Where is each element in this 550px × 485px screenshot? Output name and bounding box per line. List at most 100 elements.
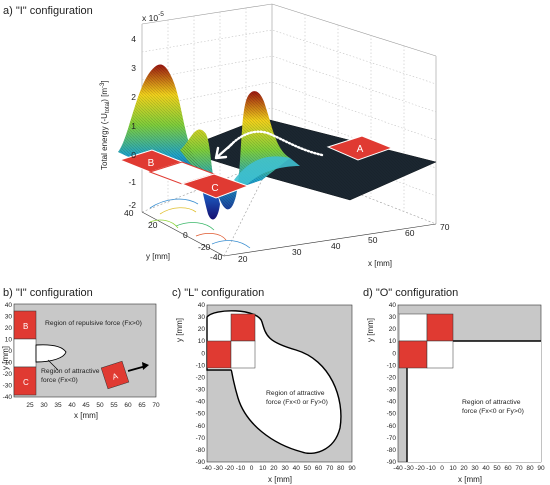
x-tick: 70	[440, 222, 450, 232]
panel-b-y-tick: 0	[8, 348, 12, 355]
panel-d-magnet-white-top	[398, 313, 428, 342]
panel-c-x-tick: 50	[304, 465, 312, 472]
panel-a-z-label: Total energy (-Utotal) [m-3]	[100, 80, 111, 170]
panel-c-x-tick: 70	[326, 465, 334, 472]
panel-c-y-tick: -90	[196, 459, 206, 466]
panel-b-x-tick: 60	[124, 402, 132, 409]
panel-b: b) "I" configuration B C A Region of rep…	[1, 287, 160, 420]
panel-d-y-tick: 30	[389, 314, 397, 321]
panel-c-x-tick: 20	[270, 465, 278, 472]
panel-d-y-tick: 10	[389, 338, 397, 345]
panel-c-x-tick: -10	[236, 465, 246, 472]
panel-d-y-tick: 20	[389, 326, 397, 333]
panel-d-title: d) "O" configuration	[363, 287, 458, 299]
panel-d-x-label: x [mm]	[458, 475, 482, 484]
panel-d-magnet-white-center	[426, 340, 454, 369]
z-tick: -1	[128, 177, 136, 187]
panel-b-y-tick: 30	[5, 314, 13, 321]
panel-b-y-tick: -10	[3, 360, 13, 367]
panel-a-trajectory-arrow	[214, 142, 234, 160]
panel-b-x-tick: 55	[110, 402, 118, 409]
panel-a-magnet-b-label: B	[148, 158, 155, 169]
panel-c-y-tick: -80	[196, 447, 206, 454]
panel-b-x-tick: 45	[82, 402, 90, 409]
panel-c-x-tick: 40	[293, 465, 301, 472]
z-tick: 2	[131, 92, 136, 102]
x-tick: 20	[238, 254, 248, 264]
panel-b-x-tick: 25	[26, 402, 34, 409]
panel-d-magnet-red-left	[398, 340, 428, 369]
panel-d-y-tick: -50	[387, 411, 397, 418]
panel-d-attractive-region	[407, 341, 541, 462]
panel-b-repulsive-text: Region of repulsive force (Fx>0)	[45, 320, 142, 327]
panel-d-x-tick: 90	[537, 465, 545, 472]
panel-d: d) "O" configuration Region of attractiv…	[363, 287, 545, 484]
panel-d-x-tick: -30	[404, 465, 414, 472]
panel-b-x-tick: 40	[68, 402, 76, 409]
panel-c: c) "L" configuration Region of attractiv…	[172, 287, 356, 484]
x-tick: 50	[368, 235, 378, 245]
panel-b-attractive-text-2: force (Fx<0)	[41, 377, 78, 384]
panel-a-magnet-a: A	[326, 135, 394, 161]
x-tick: 60	[405, 228, 415, 238]
panel-a-x-label: x [mm]	[368, 259, 392, 268]
panel-c-title: c) "L" configuration	[172, 287, 264, 299]
panel-b-y-tick: 10	[5, 337, 13, 344]
panel-c-x-tick: 80	[337, 465, 345, 472]
panel-b-y-tick: -30	[3, 383, 13, 390]
panel-d-x-tick: 60	[504, 465, 512, 472]
panel-c-magnet-center	[230, 340, 256, 369]
panel-d-attractive-text-2: force (Fx<0 or Fy>0)	[462, 408, 524, 415]
panel-c-y-tick: -20	[196, 375, 206, 382]
panel-d-y-tick: -40	[387, 399, 397, 406]
panel-a-floor-contours	[149, 198, 251, 249]
y-tick: -20	[198, 242, 211, 252]
panel-a-x-ticks: 20 30 40 50 60 70	[238, 222, 450, 264]
panel-a-y-ticks: 40 20 0 -20 -40	[124, 208, 223, 262]
panel-c-y-tick: 0	[201, 350, 205, 357]
panel-d-y-tick: -60	[387, 423, 397, 430]
panel-c-y-tick: -10	[196, 362, 206, 369]
panel-b-magnet-c-label: C	[23, 378, 29, 387]
panel-b-magnet-a: A	[100, 360, 130, 390]
panel-d-x-tick: 20	[460, 465, 468, 472]
panel-d-x-tick: 0	[440, 465, 444, 472]
panel-c-y-tick: -50	[196, 411, 206, 418]
z-tick: 1	[131, 121, 136, 131]
panel-a-title: a) "I" configuration	[3, 5, 93, 17]
y-tick: 20	[148, 220, 158, 230]
panel-d-y-tick: -80	[387, 447, 397, 454]
z-tick: 3	[131, 63, 136, 73]
panel-c-x-tick: 30	[281, 465, 289, 472]
panel-b-x-tick: 35	[54, 402, 62, 409]
panel-c-attractive-text-2: force (Fx<0 or Fy>0)	[266, 399, 328, 406]
panel-c-y-tick: -40	[196, 399, 206, 406]
panel-d-y-tick: -20	[387, 375, 397, 382]
y-tick: 40	[124, 208, 134, 218]
panel-c-magnet-left	[206, 340, 232, 369]
panel-b-x-label: x [mm]	[74, 411, 98, 420]
panel-b-x-tick: 30	[40, 402, 48, 409]
panel-d-x-tick: 80	[526, 465, 534, 472]
y-tick: 0	[183, 230, 188, 240]
panel-d-x-tick: -20	[415, 465, 425, 472]
panel-b-pointer	[47, 359, 59, 371]
panel-d-y-tick: 40	[389, 302, 397, 309]
panel-c-magnet-top	[230, 313, 256, 342]
panel-d-x-tick: 30	[471, 465, 479, 472]
panel-a-y-label: y [mm]	[146, 252, 170, 261]
panel-c-y-tick: 30	[198, 314, 206, 321]
panel-b-y-tick: 40	[5, 302, 13, 309]
panel-a-magnet-c-label: C	[211, 183, 218, 194]
panel-c-x-tick: -40	[202, 465, 212, 472]
panel-b-y-tick: 20	[5, 325, 13, 332]
panel-b-x-tick: 65	[138, 402, 146, 409]
panel-d-magnet-red-top	[426, 313, 454, 342]
panel-d-y-tick: -10	[387, 362, 397, 369]
x-tick: 40	[331, 241, 341, 251]
panel-b-attractive-text-1: Region of attractive	[41, 368, 100, 375]
panel-b-attractive-region	[35, 344, 67, 363]
panel-b-force-arrow-head	[142, 362, 149, 370]
